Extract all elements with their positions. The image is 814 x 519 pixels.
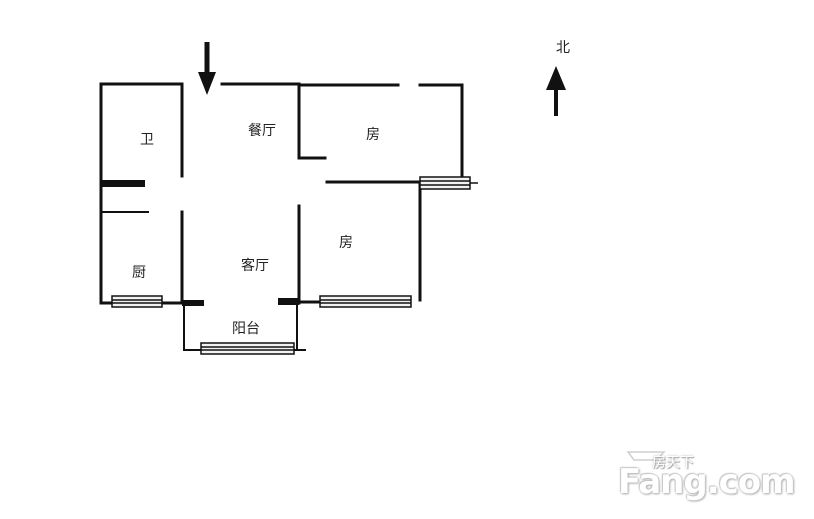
room-label-bedroom-north: 房 (366, 127, 380, 143)
watermark-brand-text: Fang.com (618, 462, 796, 502)
window-balcony (200, 342, 295, 355)
watermark-mark (626, 451, 666, 461)
walls (99, 82, 464, 351)
windows (111, 176, 478, 355)
room-label-bedroom-south: 房 (339, 235, 353, 251)
room-label-balcony: 阳台 (232, 321, 260, 337)
room-label-dining: 餐厅 (248, 123, 276, 139)
north-arrow-icon (546, 66, 566, 116)
room-label-bathroom: 卫 (140, 132, 154, 148)
entrance-arrow-icon (198, 42, 216, 95)
wall-living-south-right (278, 298, 299, 305)
thick-wall-segments (100, 180, 299, 306)
window-bedroom-south (319, 295, 412, 308)
wall-living-south-left (182, 300, 204, 306)
watermark: 房天下 Fang.com (612, 454, 802, 508)
north-label: 北 (556, 40, 570, 56)
window-bedroom-north (419, 176, 478, 190)
wall-bathroom-south-thick (100, 180, 145, 187)
room-label-kitchen: 厨 (132, 265, 146, 281)
window-kitchen (111, 295, 163, 308)
room-label-living: 客厅 (241, 258, 269, 274)
watermark-cn-text: 房天下 (652, 455, 694, 471)
